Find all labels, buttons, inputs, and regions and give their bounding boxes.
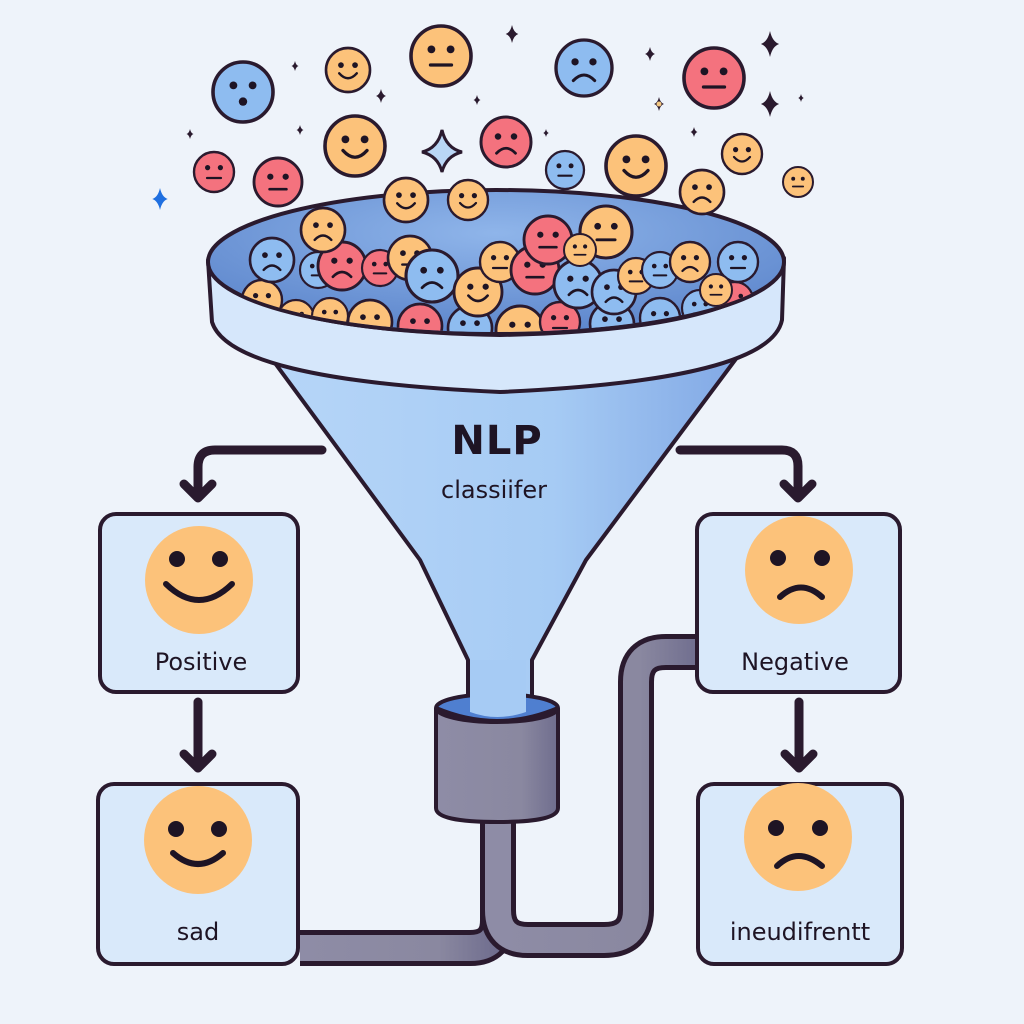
sparkle-icon [543,129,549,137]
neutral-face-icon [252,156,304,208]
output-box-sad [96,782,300,966]
output-label-sad: sad [176,918,220,946]
arrow-negative-to-indifferent [780,697,818,773]
pipes [300,634,700,966]
neutral-face-icon [538,300,582,332]
frown-face-icon [404,248,460,304]
frown-face-icon [248,236,296,284]
arrow-positive-to-sad [179,697,217,773]
frown-face-icon [678,168,726,216]
neutral-face-icon [782,166,814,198]
sparkle-icon [473,95,481,105]
frown-face-icon [299,206,347,254]
sparkle-icon [690,127,698,137]
neutral-face-icon [563,233,597,267]
output-label-negative: Negative [741,648,849,676]
sparkle-icon [760,31,780,57]
smile-face-icon [720,132,764,176]
funnel-collar [434,660,560,825]
smile-face-icon [324,46,372,94]
smile-face-icon [446,178,490,222]
output-box-negative [695,512,902,694]
smile-face-icon [604,134,668,198]
frown-face-icon [668,240,712,284]
smile-face-icon [145,526,253,634]
sparkle-icon [505,25,519,43]
arrows [179,445,818,773]
output-box-positive [98,512,300,694]
surprised-face-icon [211,60,275,124]
sparkle-icon [645,47,655,61]
floating-faces [192,24,814,224]
neutral-face-icon [699,273,733,307]
funnel-title: NLP [451,418,543,464]
sparkle-icon [291,61,299,71]
pipe-to-sad [300,820,516,966]
frown-face-icon [479,115,533,169]
bowl-faces [240,204,760,332]
sparkle-icon [421,129,463,173]
neutral-face-icon [716,240,760,284]
frown-face-icon [554,38,614,98]
sparkle-icon [186,129,194,139]
sparkle-icon [152,188,168,210]
arrow-to-negative [675,445,817,503]
output-label-positive: Positive [154,648,248,676]
neutral-face-icon [544,149,586,191]
funnel [206,188,786,825]
sparkle-icon [296,125,304,135]
sparkle-icon [798,94,804,102]
neutral-face-icon [192,150,236,194]
smile-face-icon [144,786,252,894]
sparkle-icon [760,91,780,117]
sparkle-icon [376,89,386,103]
smile-face-icon [323,114,387,178]
sparkles [152,25,804,210]
neutral-face-icon [396,302,444,332]
frown-face-icon [745,516,853,624]
neutral-face-icon [409,24,473,88]
smile-face-icon [382,176,430,224]
arrow-to-positive [179,445,327,503]
output-box-indifferent [696,782,904,966]
funnel-subtitle: classiifer [441,476,547,504]
output-label-indifferent: ineudifrentt [729,918,871,946]
frown-face-icon [744,783,852,891]
neutral-face-icon [682,46,746,110]
